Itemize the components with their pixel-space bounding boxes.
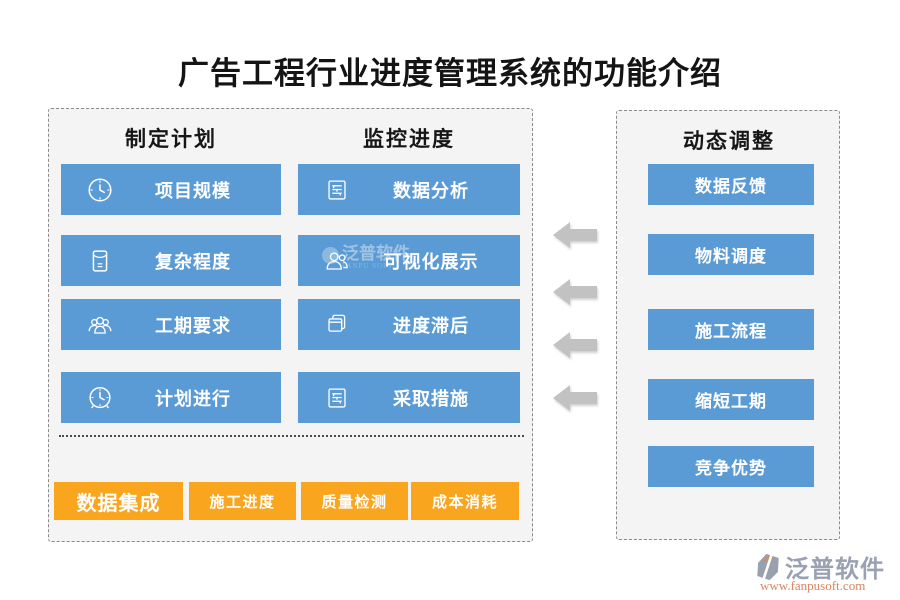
plan-item-plan-progress: 计划进行 — [61, 372, 281, 423]
logo-name: 泛普软件 — [785, 557, 885, 583]
adjust-item-construction-flow: 施工流程 — [648, 309, 814, 350]
adjust-item-data-feedback: 数据反馈 — [648, 164, 814, 205]
column-header-monitor: 监控进度 — [363, 127, 455, 151]
left-arrow-icon — [553, 384, 597, 412]
bottom-item-quality-inspection: 质量检测 — [301, 482, 408, 520]
logo-url: www.fanpusoft.com — [760, 578, 866, 593]
button-label: 项目规模 — [155, 180, 231, 201]
adjust-item-material-dispatch: 物料调度 — [648, 234, 814, 275]
adjust-item-shorten-duration: 缩短工期 — [648, 379, 814, 420]
fanpu-logo-icon — [754, 552, 782, 587]
plan-item-duration-requirement: 工期要求 — [61, 299, 281, 350]
plan-item-project-scale: 项目规模 — [61, 164, 281, 215]
button-label: 计划进行 — [155, 388, 231, 409]
plan-monitor-panel: 制定计划 监控进度 项目规模 复杂程度 — [48, 108, 533, 542]
left-arrow-icon — [553, 221, 597, 249]
column-header-dynamic-adjust: 动态调整 — [683, 129, 775, 153]
left-arrow-icon — [553, 331, 597, 359]
button-label: 采取措施 — [393, 388, 469, 409]
button-label: 数据分析 — [393, 180, 469, 201]
monitor-item-take-measures: 采取措施 — [298, 372, 520, 423]
clock-icon — [85, 175, 115, 205]
left-arrow-icon — [553, 278, 597, 306]
fanpu-logo: 泛普软件 www.fanpusoft.com — [752, 549, 898, 593]
column-header-plan: 制定计划 — [125, 127, 217, 151]
plan-item-complexity: 复杂程度 — [61, 235, 281, 286]
adjust-item-competitive-advantage: 竞争优势 — [648, 446, 814, 487]
button-label: 可视化展示 — [383, 251, 479, 272]
button-label: 复杂程度 — [155, 251, 231, 272]
page-title: 广告工程行业进度管理系统的功能介绍 — [178, 56, 722, 91]
dynamic-adjust-panel: 动态调整 数据反馈 物料调度 施工流程 缩短工期 竞争优势 — [616, 110, 840, 540]
report-icon — [322, 383, 352, 413]
monitor-item-data-analysis: 数据分析 — [298, 164, 520, 215]
report-icon — [322, 175, 352, 205]
alarm-clock-icon — [85, 383, 115, 413]
windows-icon — [322, 310, 352, 340]
people-icon — [322, 246, 352, 276]
button-label: 进度滞后 — [393, 315, 469, 336]
bottom-item-data-integration: 数据集成 — [54, 482, 183, 520]
users-group-icon — [85, 310, 115, 340]
bottom-item-construction-progress: 施工进度 — [189, 482, 296, 520]
monitor-item-visualization: 可视化展示 — [298, 235, 520, 286]
monitor-item-progress-lag: 进度滞后 — [298, 299, 520, 350]
button-label: 工期要求 — [155, 315, 231, 336]
envelope-icon — [85, 246, 115, 276]
bottom-item-cost-consumption: 成本消耗 — [411, 482, 519, 520]
dotted-divider — [59, 435, 524, 437]
